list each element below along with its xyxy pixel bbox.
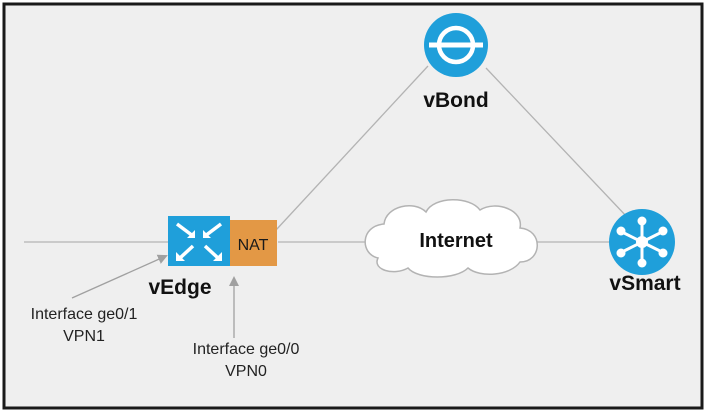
vedge-node[interactable]: vEdge xyxy=(148,216,230,299)
vedge-label: vEdge xyxy=(148,276,211,299)
ge0-1-vpn-label: VPN1 xyxy=(63,328,105,345)
cloud-icon xyxy=(364,199,538,278)
nat-box[interactable]: NAT xyxy=(230,220,277,266)
nat-box-shape xyxy=(230,220,277,266)
internet-label: Internet xyxy=(419,230,493,252)
diagram-frame xyxy=(2,2,704,410)
links xyxy=(24,65,629,243)
vbond-icon xyxy=(424,13,488,77)
vbond-node[interactable]: vBond xyxy=(423,13,489,112)
ge0-1-pointer-arrow xyxy=(71,254,168,299)
ge0-1-annotation: Interface ge0/1 VPN1 xyxy=(31,306,138,345)
vsmart-node[interactable]: vSmart xyxy=(609,209,681,295)
ge0-0-annotation: Interface ge0/0 VPN0 xyxy=(193,341,300,380)
vbond-to-vsmart-link xyxy=(485,67,629,219)
internet-node[interactable]: Internet xyxy=(364,199,538,278)
vedge-to-vbond-link xyxy=(275,65,429,231)
ge0-0-interface-label: Interface ge0/0 xyxy=(193,341,300,358)
vbond-label: vBond xyxy=(423,89,488,112)
nat-label: NAT xyxy=(238,237,269,254)
ge0-1-interface-label: Interface ge0/1 xyxy=(31,306,138,323)
vedge-router-icon xyxy=(168,216,230,266)
ge0-0-vpn-label: VPN0 xyxy=(225,363,267,380)
vsmart-label: vSmart xyxy=(609,272,680,295)
vsmart-icon xyxy=(609,209,675,275)
